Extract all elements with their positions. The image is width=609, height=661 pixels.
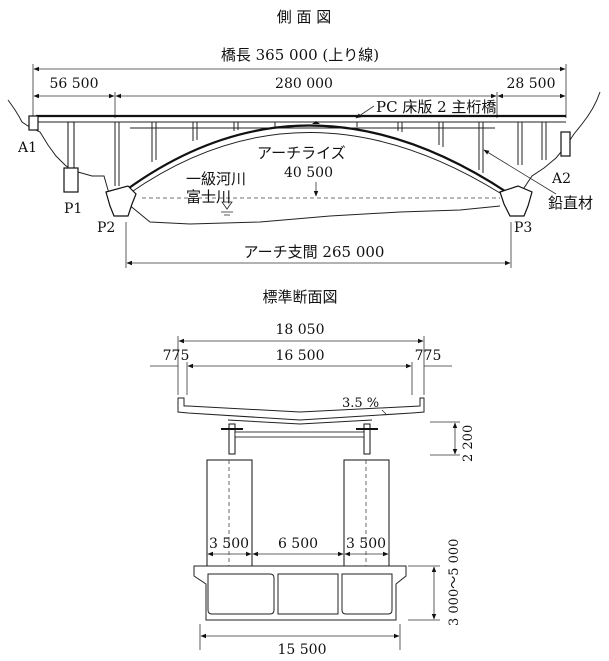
base-width-label: 15 500	[278, 642, 327, 658]
side-view: 側 面 図 橋長 365 000 (上り線) 56 500 280 000 28…	[7, 8, 601, 268]
crown-marker	[312, 121, 320, 124]
bridge-length-dimension: 橋長 365 000 (上り線)	[32, 46, 567, 118]
water-level-icon	[221, 201, 233, 210]
span-left-label: 56 500	[50, 76, 99, 92]
base-box	[193, 565, 407, 621]
column-left	[206, 459, 253, 567]
girder-type-label: PC 床版 2 主桁橋	[376, 98, 496, 116]
support-p2-label: P2	[97, 220, 115, 236]
pier-p1	[63, 121, 79, 193]
slab-haunch	[227, 419, 373, 425]
support-a2-label: A2	[551, 171, 571, 187]
abutment-a1	[28, 115, 39, 131]
deck-slab	[177, 397, 425, 421]
left-edge-label: 775	[163, 348, 190, 364]
deck	[36, 114, 566, 129]
section-view-title: 標準断面図	[262, 288, 337, 306]
arch-span-label: アーチ支間 265 000	[244, 243, 385, 261]
abutment-a2	[560, 131, 571, 157]
bridge-length-label: 橋長 365 000 (上り線)	[221, 46, 379, 64]
column-width-right-label: 3 500	[346, 536, 386, 552]
river-class-label: 一級河川	[186, 170, 246, 188]
arch-rise-value: 40 500	[284, 165, 333, 181]
slope-label: 3.5 %	[342, 396, 379, 411]
arch-foundation-p2	[105, 185, 137, 217]
box-height-label: 3 000～5 000	[447, 539, 462, 626]
span-dimensions: 56 500 280 000 28 500	[33, 76, 566, 118]
vertical-member-label: 鉛直材	[548, 194, 593, 212]
section-view: 標準断面図 18 050 775 16 500 775 3.5 %	[150, 288, 476, 658]
deck-width-label: 16 500	[276, 348, 325, 364]
arch-rib-upper	[121, 124, 509, 194]
vertical-members	[114, 122, 547, 186]
side-view-title: 側 面 図	[277, 8, 332, 26]
arch-rise-label: アーチライズ	[257, 144, 346, 162]
span-right-label: 28 500	[507, 76, 556, 92]
main-girders	[221, 423, 378, 455]
column-right	[343, 459, 390, 567]
right-bank	[513, 91, 601, 205]
riverbed	[127, 203, 501, 225]
girder-height-label: 2 200	[461, 425, 476, 462]
support-p1-label: P1	[64, 201, 82, 217]
column-width-left-label: 3 500	[209, 536, 249, 552]
arch-span-dimension: アーチ支間 265 000	[125, 222, 512, 268]
column-spacing-label: 6 500	[278, 536, 318, 552]
right-edge-label: 775	[415, 348, 442, 364]
arch-foundation-p3	[499, 185, 533, 217]
river-name-label: 富士川	[186, 188, 231, 206]
span-center-label: 280 000	[275, 76, 333, 92]
support-a1-label: A1	[17, 140, 37, 156]
arch-rib-lower	[129, 132, 501, 194]
total-width-label: 18 050	[276, 322, 325, 338]
left-bank	[7, 99, 119, 205]
support-p3-label: P3	[514, 220, 532, 236]
